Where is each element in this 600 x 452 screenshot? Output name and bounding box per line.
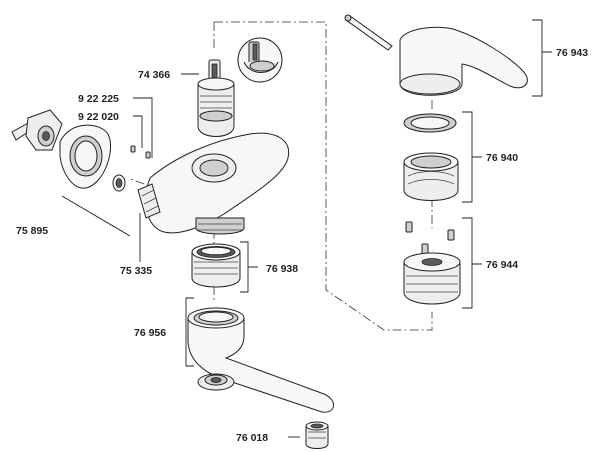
valve-cartridge-part [403, 221, 461, 305]
label-76938: 76 938 [266, 263, 298, 275]
label-75895: 75 895 [16, 225, 48, 237]
label-76956: 76 956 [134, 327, 166, 339]
label-76943: 76 943 [556, 47, 588, 59]
label-76018: 76 018 [236, 432, 268, 444]
valve-body-part [197, 37, 283, 137]
spout-part [187, 307, 334, 413]
label-76940: 76 940 [486, 152, 518, 164]
label-922020: 9 22 020 [78, 111, 119, 123]
cartridge-sleeve-part [403, 113, 459, 201]
label-75335: 75 335 [120, 265, 152, 277]
leader-lines [61, 19, 552, 438]
mixer-body-part [137, 132, 290, 235]
part-number-labels: 74 366 9 22 225 9 22 020 75 895 75 335 7… [16, 47, 588, 444]
aerator-part [305, 421, 329, 449]
label-76944: 76 944 [486, 259, 518, 271]
small-screws [130, 145, 151, 159]
label-922225: 9 22 225 [78, 93, 119, 105]
threaded-nut-part [191, 243, 241, 288]
wall-connector-part [11, 109, 126, 192]
label-74366: 74 366 [138, 69, 170, 81]
lever-handle-part [344, 14, 528, 96]
